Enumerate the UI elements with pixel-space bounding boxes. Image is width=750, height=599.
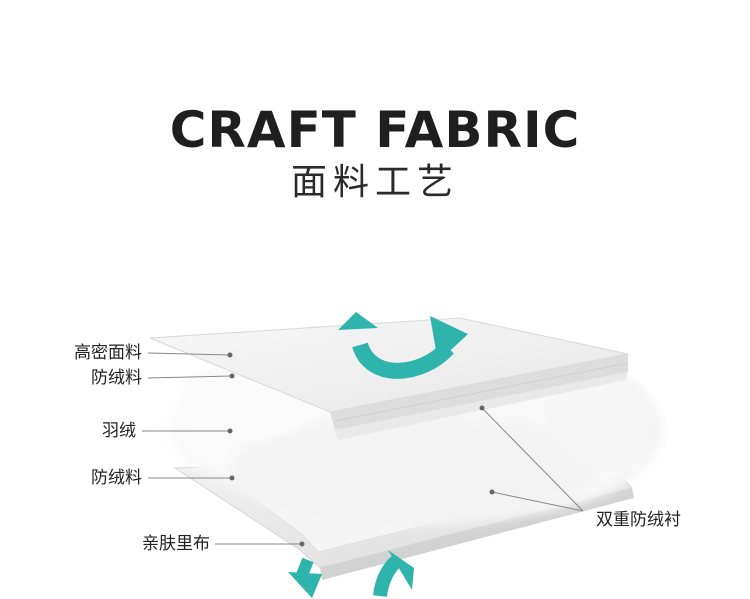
leader-lines (142, 352, 584, 545)
airflow-arrow-bottom (288, 550, 414, 598)
layer-label-anti-down-upper: 防绒料 (91, 368, 142, 388)
leader-dots (227, 352, 495, 547)
layer-label-outer-fabric: 高密面料 (74, 343, 142, 363)
layer-label-anti-down-lower: 防绒料 (91, 468, 142, 488)
title-chinese: 面料工艺 (290, 162, 459, 203)
side-label-double-lining: 双重防绒衬 (596, 510, 681, 530)
layer-label-down: 羽绒 (102, 421, 136, 441)
title-english: CRAFT FABRIC (169, 101, 581, 159)
layer-label-lining: 亲肤里布 (142, 534, 210, 554)
airflow-arrow-top (338, 312, 468, 379)
